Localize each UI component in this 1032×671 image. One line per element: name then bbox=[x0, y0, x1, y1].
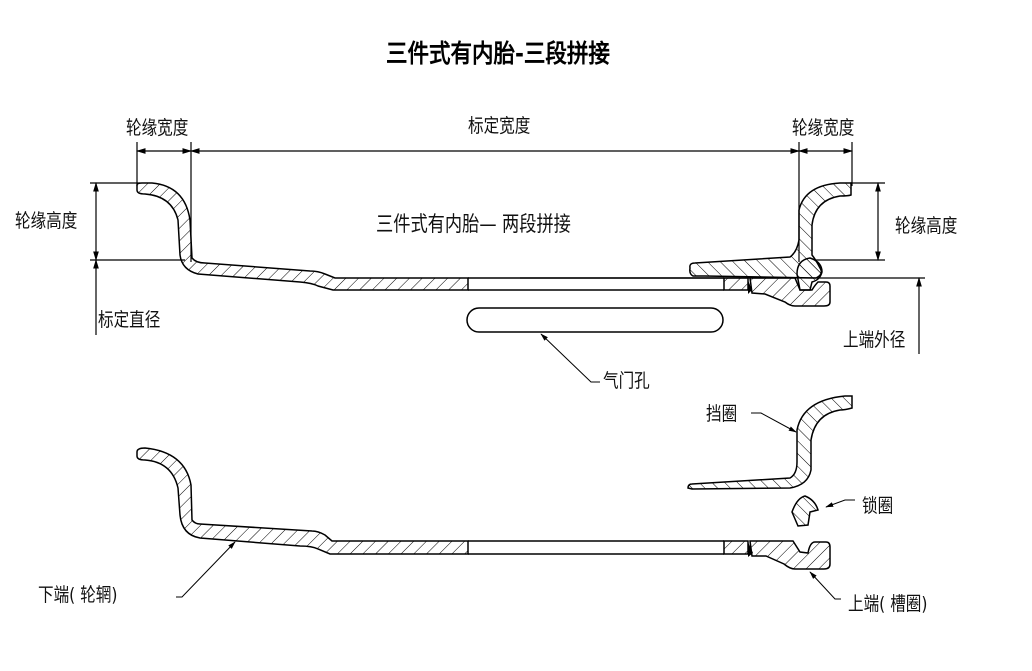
lock-ring-exploded-section bbox=[791, 495, 819, 527]
retaining-ring-top-section bbox=[689, 182, 852, 279]
flange-height-left-label: 轮缘高度 bbox=[15, 210, 78, 232]
retaining-ring-exploded-section bbox=[687, 395, 853, 490]
lower-rim-top-section bbox=[136, 182, 469, 291]
lock-ring-label: 锁圈 bbox=[862, 495, 894, 517]
gutter-ring-exploded-section bbox=[749, 540, 831, 570]
lower-rim-leader bbox=[176, 541, 236, 598]
retaining-ring-label: 挡圈 bbox=[706, 403, 738, 425]
nominal-width-label: 标定宽度 bbox=[468, 115, 531, 137]
valve-hole-outline bbox=[466, 307, 724, 333]
retaining-ring-leader bbox=[751, 412, 797, 433]
weld-bead bbox=[748, 280, 752, 294]
flange-height-right-label: 轮缘高度 bbox=[895, 215, 958, 237]
gutter-ring-leader bbox=[809, 571, 841, 600]
weld-joint-section bbox=[723, 540, 749, 555]
weld-bead bbox=[748, 542, 753, 557]
lock-ring-leader bbox=[825, 499, 855, 508]
nominal-diameter-label: 标定直径 bbox=[98, 309, 161, 331]
diagram-subtitle: 三件式有内胎— 两段拼接 bbox=[376, 212, 571, 236]
flange-width-left-label: 轮缘宽度 bbox=[126, 117, 189, 139]
lower-rim-exploded-section bbox=[136, 447, 469, 555]
lock-ring-top-section bbox=[796, 257, 823, 291]
upper-end-gutter-ring-label: 上端( 槽圈) bbox=[848, 593, 928, 615]
gutter-ring-top-section bbox=[749, 277, 831, 307]
valve-hole-leader bbox=[540, 333, 600, 383]
diagram-title: 三件式有内胎-三段拼接 bbox=[386, 39, 610, 68]
valve-hole-label: 气门孔 bbox=[603, 370, 650, 392]
upper-end-outer-diameter-label: 上端外径 bbox=[843, 329, 906, 351]
flange-width-right-label: 轮缘宽度 bbox=[792, 117, 855, 139]
weld-joint-section bbox=[723, 277, 749, 291]
lower-end-rim-label: 下端( 轮辋) bbox=[38, 584, 118, 606]
